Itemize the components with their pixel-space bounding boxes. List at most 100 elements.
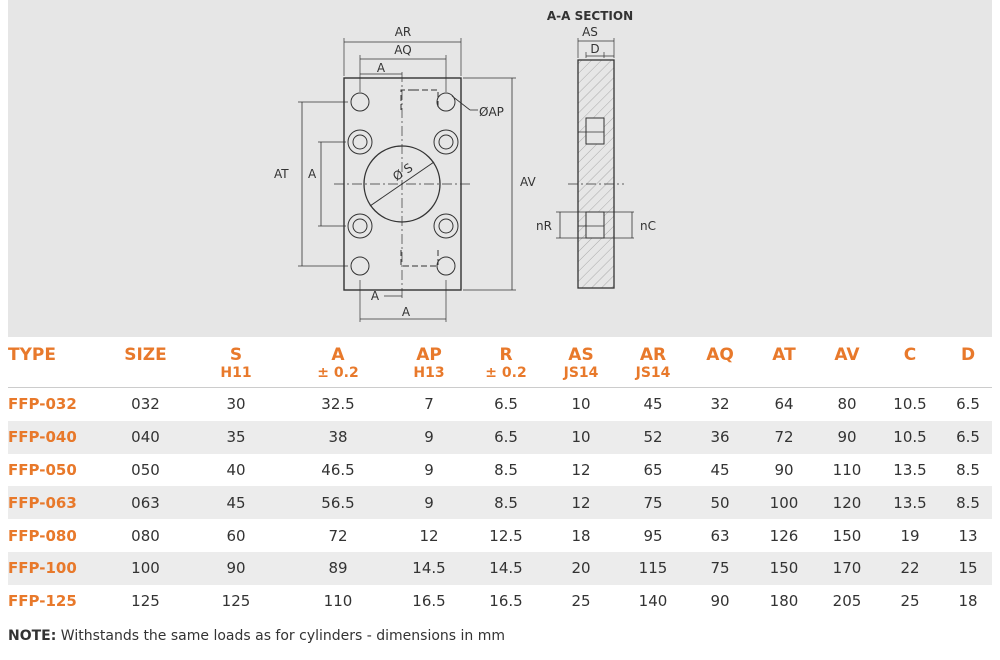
value-cell: 125: [221, 592, 251, 611]
column-header-label: C: [903, 345, 917, 365]
value-cell: 60: [226, 526, 246, 545]
column-header-tolerance: H13: [413, 365, 445, 381]
column-header-label: TYPE: [8, 345, 56, 365]
value-cell: 13.5: [876, 486, 944, 520]
value-cell: 52: [616, 420, 690, 454]
type-cell: FFP-125: [8, 592, 77, 611]
value-cell: 150: [832, 526, 862, 545]
value-cell: 205: [832, 592, 862, 611]
column-header-label: AP: [416, 345, 442, 365]
column-header-label: SIZE: [124, 345, 167, 365]
value-cell: 56.5: [284, 486, 392, 520]
value-cell: 8.5: [956, 460, 980, 479]
value-cell: 120: [818, 486, 876, 520]
column-header-size: SIZE: [103, 340, 188, 388]
dim-a-top: A: [377, 61, 386, 75]
value-cell: 90: [188, 551, 284, 585]
technical-drawing-panel: AR AQ A ØAP AT A AV Ø S A A A-A SECTION …: [8, 0, 992, 337]
value-cell: 10.5: [893, 395, 927, 414]
value-cell: 25: [900, 592, 920, 611]
value-cell: 050: [131, 460, 160, 479]
value-cell: 63: [710, 526, 730, 545]
value-cell: 18: [571, 526, 591, 545]
type-cell: FFP-063: [8, 486, 103, 520]
section-title: A-A SECTION: [547, 9, 633, 23]
value-cell: 126: [769, 526, 799, 545]
column-header-av: AV: [818, 340, 876, 388]
dim-aq: AQ: [394, 43, 411, 57]
value-cell: 100: [750, 486, 818, 520]
value-cell: 95: [643, 526, 663, 545]
value-cell: 032: [131, 395, 160, 414]
value-cell: 35: [188, 420, 284, 454]
column-header-aq: AQ: [690, 340, 750, 388]
column-header-r: R± 0.2: [466, 340, 546, 388]
value-cell: 90: [818, 420, 876, 454]
column-header-label: AR: [639, 345, 667, 365]
type-cell: FFP-080: [8, 526, 77, 545]
value-cell: 12: [546, 486, 616, 520]
value-cell: 6.5: [944, 420, 992, 454]
column-header-at: AT: [750, 340, 818, 388]
value-cell: 65: [643, 460, 663, 479]
value-cell: 12: [571, 460, 591, 479]
value-cell: 19: [900, 526, 920, 545]
value-cell: 10: [546, 420, 616, 454]
value-cell: 90: [710, 592, 730, 611]
column-header-type: TYPE: [8, 340, 103, 388]
value-cell: 90: [774, 460, 794, 479]
value-cell: 125: [131, 592, 160, 611]
value-cell: 100: [103, 551, 188, 585]
section-body: [577, 59, 615, 289]
column-header-tolerance: JS14: [563, 365, 599, 381]
type-cell: FFP-050: [8, 460, 77, 479]
dim-av: AV: [520, 175, 536, 189]
value-cell: 170: [818, 551, 876, 585]
value-cell: 72: [750, 420, 818, 454]
value-cell: 080: [131, 526, 160, 545]
column-header-a: A± 0.2: [284, 340, 392, 388]
value-cell: 45: [710, 460, 730, 479]
dim-at: AT: [274, 167, 289, 181]
note-text: Withstands the same loads as for cylinde…: [56, 628, 506, 644]
column-header-label: D: [960, 345, 976, 365]
column-header-c: C: [876, 340, 944, 388]
dim-s: Ø S: [390, 160, 415, 183]
value-cell: 38: [284, 420, 392, 454]
dim-nc: nC: [640, 219, 656, 233]
value-cell: 15: [944, 551, 992, 585]
value-cell: 10: [571, 395, 591, 414]
value-cell: 10.5: [876, 420, 944, 454]
dim-as: AS: [582, 25, 598, 39]
value-cell: 6.5: [956, 395, 980, 414]
dim-nr: nR: [536, 219, 552, 233]
value-cell: 45: [643, 395, 663, 414]
value-cell: 9: [392, 420, 466, 454]
column-header-label: R: [499, 345, 513, 365]
value-cell: 25: [571, 592, 591, 611]
value-cell: 040: [103, 420, 188, 454]
dim-a-bottom-small: A: [371, 289, 380, 303]
type-cell: FFP-100: [8, 551, 103, 585]
column-header-label: AQ: [706, 345, 734, 365]
value-cell: 063: [103, 486, 188, 520]
value-cell: 12: [419, 526, 439, 545]
note-label: NOTE:: [8, 628, 57, 644]
center-bore: [363, 145, 441, 223]
dim-d: D: [590, 42, 599, 56]
value-cell: 64: [774, 395, 794, 414]
value-cell: 12.5: [489, 526, 523, 545]
value-cell: 8.5: [494, 460, 518, 479]
value-cell: 7: [424, 395, 434, 414]
value-cell: 110: [832, 460, 862, 479]
type-cell: FFP-032: [8, 395, 77, 414]
value-cell: 14.5: [392, 551, 466, 585]
value-cell: 80: [837, 395, 857, 414]
